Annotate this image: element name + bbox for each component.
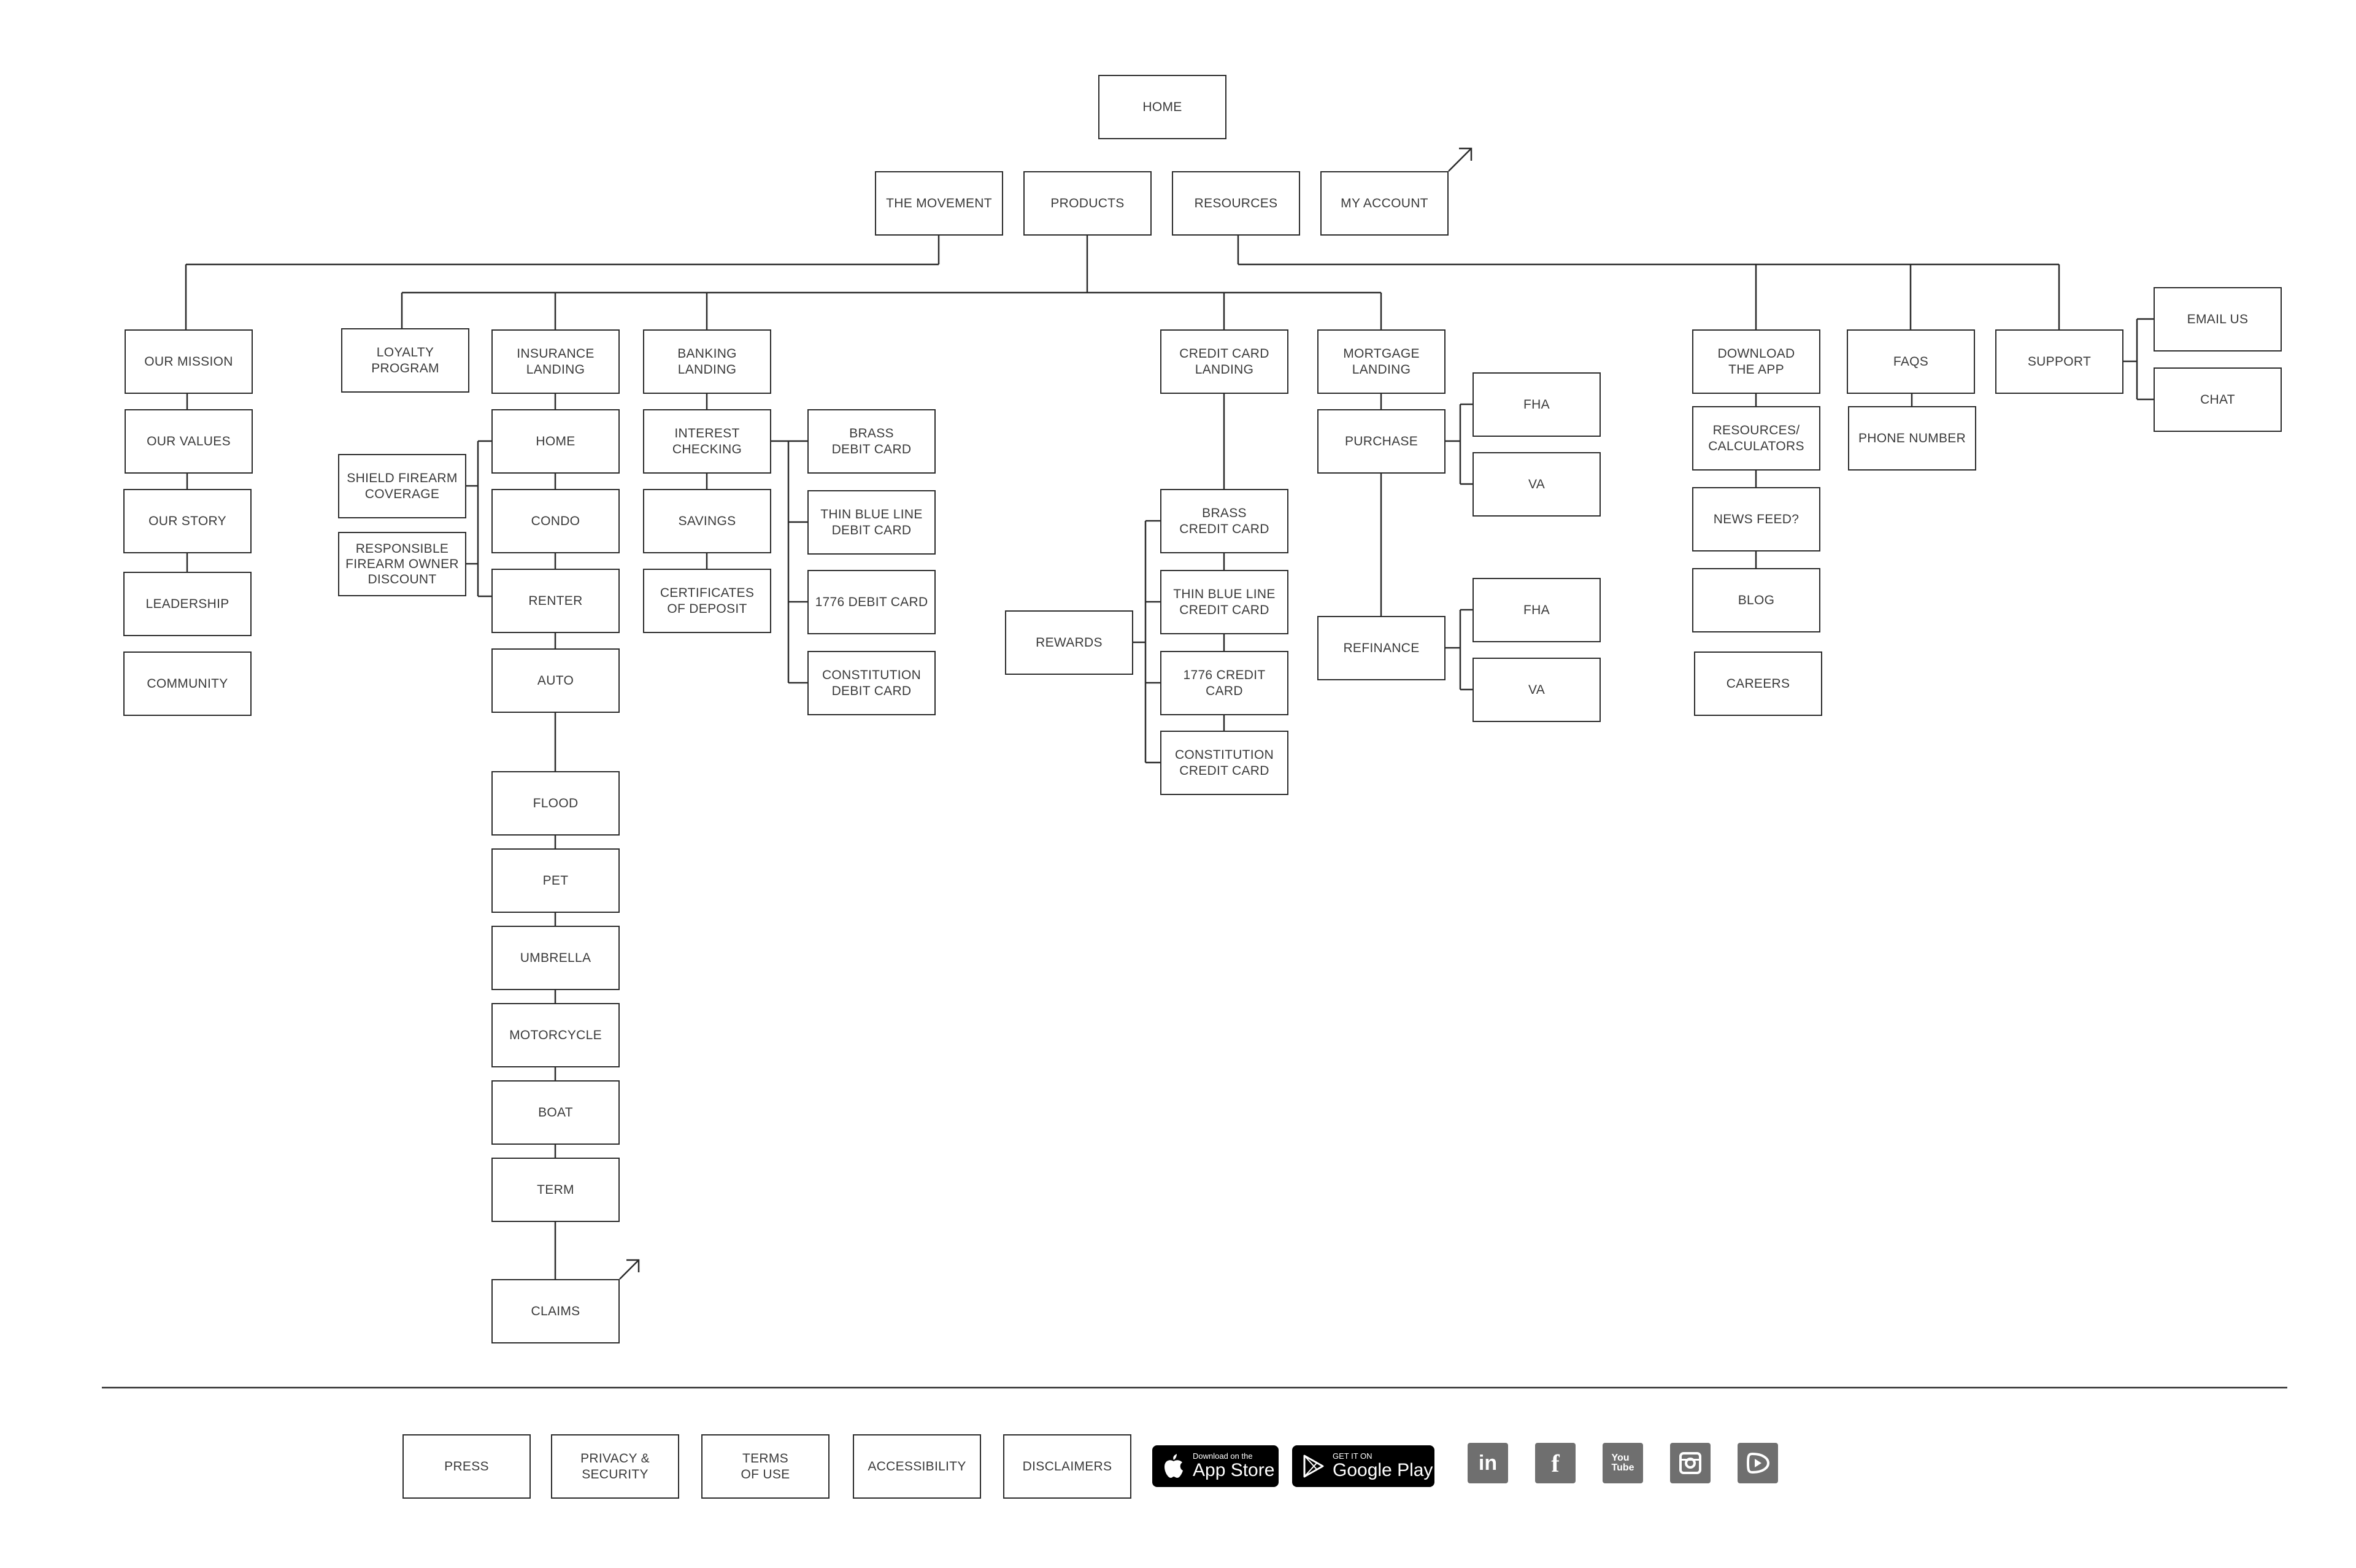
rumble-icon xyxy=(1738,1443,1778,1483)
app-store-badge: Download on the App Store xyxy=(1152,1445,1279,1487)
node-loyalty-program: LOYALTY PROGRAM xyxy=(341,328,469,393)
node-responsible-firearm: RESPONSIBLE FIREARM OWNER DISCOUNT xyxy=(338,532,466,596)
apple-icon xyxy=(1165,1454,1183,1478)
footer-privacy-security: PRIVACY & SECURITY xyxy=(551,1434,679,1499)
node-1776-credit: 1776 CREDIT CARD xyxy=(1160,651,1288,715)
linkedin-icon: in xyxy=(1468,1443,1508,1483)
node-download-app: DOWNLOAD THE APP xyxy=(1692,329,1820,394)
node-products: PRODUCTS xyxy=(1023,171,1152,236)
node-resources: RESOURCES xyxy=(1172,171,1300,236)
node-brass-debit: BRASS DEBIT CARD xyxy=(807,409,936,474)
node-refinance: REFINANCE xyxy=(1317,616,1446,680)
node-condo: CONDO xyxy=(491,489,620,553)
node-auto: AUTO xyxy=(491,648,620,713)
node-claims: CLAIMS xyxy=(491,1279,620,1343)
google-play-icon xyxy=(1303,1455,1324,1478)
node-our-mission: OUR MISSION xyxy=(125,329,253,394)
node-chat: CHAT xyxy=(2154,367,2282,432)
node-our-values: OUR VALUES xyxy=(125,409,253,474)
node-my-account: MY ACCOUNT xyxy=(1320,171,1449,236)
node-insurance-home: HOME xyxy=(491,409,620,474)
node-credit-card-landing: CREDIT CARD LANDING xyxy=(1160,329,1288,394)
node-refinance-fha: FHA xyxy=(1472,578,1601,642)
node-blog: BLOG xyxy=(1692,568,1820,632)
node-shield-firearm: SHIELD FIREARM COVERAGE xyxy=(338,454,466,518)
instagram-glyph xyxy=(1679,1452,1701,1474)
node-rewards: REWARDS xyxy=(1005,610,1133,675)
app-store-big-text: App Store xyxy=(1193,1460,1275,1481)
google-play-badge: GET IT ON Google Play xyxy=(1292,1445,1434,1487)
node-term: TERM xyxy=(491,1158,620,1222)
node-thin-blue-credit: THIN BLUE LINE CREDIT CARD xyxy=(1160,570,1288,634)
node-thin-blue-debit: THIN BLUE LINE DEBIT CARD xyxy=(807,490,936,555)
node-1776-debit: 1776 DEBIT CARD xyxy=(807,570,936,634)
node-umbrella: UMBRELLA xyxy=(491,926,620,990)
node-interest-checking: INTEREST CHECKING xyxy=(643,409,771,474)
node-purchase: PURCHASE xyxy=(1317,409,1446,474)
node-pet: PET xyxy=(491,848,620,913)
node-news-feed: NEWS FEED? xyxy=(1692,487,1820,551)
node-mortgage-landing: MORTGAGE LANDING xyxy=(1317,329,1446,394)
node-email-us: EMAIL US xyxy=(2154,287,2282,352)
node-purchase-va: VA xyxy=(1472,452,1601,517)
node-constitution-debit: CONSTITUTION DEBIT CARD xyxy=(807,651,936,715)
footer-terms-of-use: TERMS OF USE xyxy=(701,1434,830,1499)
youtube-icon: You Tube xyxy=(1603,1443,1643,1483)
node-faqs: FAQS xyxy=(1847,329,1975,394)
node-support: SUPPORT xyxy=(1995,329,2123,394)
footer-disclaimers: DISCLAIMERS xyxy=(1003,1434,1131,1499)
youtube-glyph: You Tube xyxy=(1611,1453,1634,1473)
app-store-small-text: Download on the xyxy=(1193,1451,1253,1461)
facebook-glyph: f xyxy=(1551,1449,1560,1477)
external-link-arrow-icon xyxy=(1448,147,1472,172)
node-banking-landing: BANKING LANDING xyxy=(643,329,771,394)
node-motorcycle: MOTORCYCLE xyxy=(491,1003,620,1067)
linkedin-glyph: in xyxy=(1478,1451,1498,1475)
node-careers: CAREERS xyxy=(1694,651,1822,716)
node-home: HOME xyxy=(1098,75,1226,139)
rumble-glyph xyxy=(1746,1452,1770,1474)
node-community: COMMUNITY xyxy=(123,651,252,716)
footer-press: PRESS xyxy=(402,1434,531,1499)
external-link-arrow-icon xyxy=(619,1259,640,1280)
facebook-icon: f xyxy=(1535,1443,1576,1483)
footer-accessibility: ACCESSIBILITY xyxy=(853,1434,981,1499)
node-our-story: OUR STORY xyxy=(123,489,252,553)
node-flood: FLOOD xyxy=(491,771,620,836)
node-refinance-va: VA xyxy=(1472,658,1601,722)
node-constitution-credit: CONSTITUTION CREDIT CARD xyxy=(1160,731,1288,795)
node-boat: BOAT xyxy=(491,1080,620,1145)
node-brass-credit: BRASS CREDIT CARD xyxy=(1160,489,1288,553)
node-renter: RENTER xyxy=(491,569,620,633)
node-purchase-fha: FHA xyxy=(1472,372,1601,437)
node-resources-calculators: RESOURCES/ CALCULATORS xyxy=(1692,406,1820,471)
google-play-big-text: Google Play xyxy=(1333,1460,1433,1481)
node-leadership: LEADERSHIP xyxy=(123,572,252,636)
google-play-small-text: GET IT ON xyxy=(1333,1451,1372,1461)
instagram-icon xyxy=(1670,1443,1711,1483)
node-insurance-landing: INSURANCE LANDING xyxy=(491,329,620,394)
node-savings: SAVINGS xyxy=(643,489,771,553)
node-certificates: CERTIFICATES OF DEPOSIT xyxy=(643,569,771,633)
node-the-movement: THE MOVEMENT xyxy=(875,171,1003,236)
node-phone-number: PHONE NUMBER xyxy=(1848,406,1976,471)
